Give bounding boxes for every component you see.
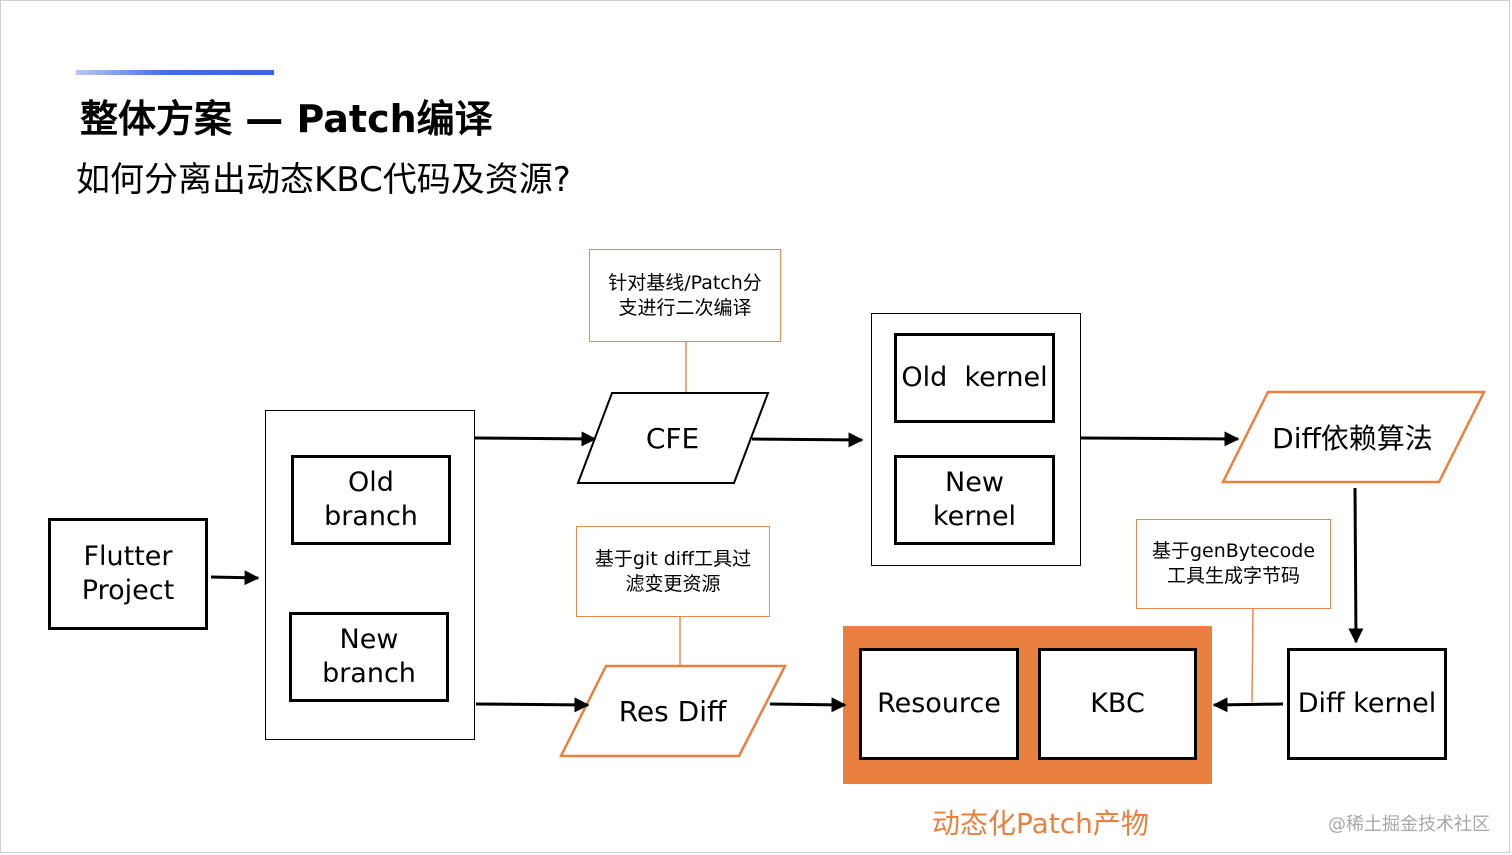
cfe-shape <box>576 392 770 484</box>
cfe-label: CFE <box>645 421 700 455</box>
diff-kernel-box: Diff kernel <box>1287 648 1447 760</box>
kbc-note: 基于genBytecode 工具生成字节码 <box>1136 519 1331 609</box>
resource-box: Resource <box>859 648 1019 760</box>
kbc-note-connector <box>1251 608 1254 703</box>
arrow-branches-to-res-diff <box>475 697 590 713</box>
arrow-diff-kernel-to-kbc <box>1212 697 1284 713</box>
slide-subtitle: 如何分离出动态KBC代码及资源? <box>76 160 571 200</box>
diff-algorithm-label: Diff依赖算法 <box>1272 422 1433 455</box>
watermark: @稀土掘金技术社区 <box>1328 814 1490 835</box>
res-diff-label: Res Diff <box>618 694 727 728</box>
arrow-res-diff-to-resource <box>769 697 847 713</box>
res-diff-shape <box>558 664 788 758</box>
arrow-project-to-branches <box>210 570 260 586</box>
old-branch-box: Old branch <box>291 455 451 545</box>
cfe-note: 针对基线/Patch分 支进行二次编译 <box>589 249 781 342</box>
patch-product-label: 动态化Patch产物 <box>932 807 1149 840</box>
arrow-cfe-to-kernels <box>751 432 864 448</box>
new-kernel-box: New kernel <box>894 455 1055 545</box>
diff-algorithm-shape <box>1220 390 1487 484</box>
slide-title: 整体方案 — Patch编译 <box>80 97 493 141</box>
old-kernel-box: Old kernel <box>894 333 1055 423</box>
kbc-box: KBC <box>1038 648 1197 760</box>
arrow-branches-to-cfe <box>474 431 597 447</box>
new-branch-box: New branch <box>289 612 449 702</box>
arrow-diff-algorithm-to-diff-kernel <box>1348 487 1364 644</box>
arrow-kernels-to-diff-algorithm <box>1080 431 1240 447</box>
res-diff-note: 基于git diff工具过 滤变更资源 <box>576 526 770 617</box>
flutter-project-box: Flutter Project <box>48 518 208 630</box>
title-accent-bar <box>76 70 274 75</box>
